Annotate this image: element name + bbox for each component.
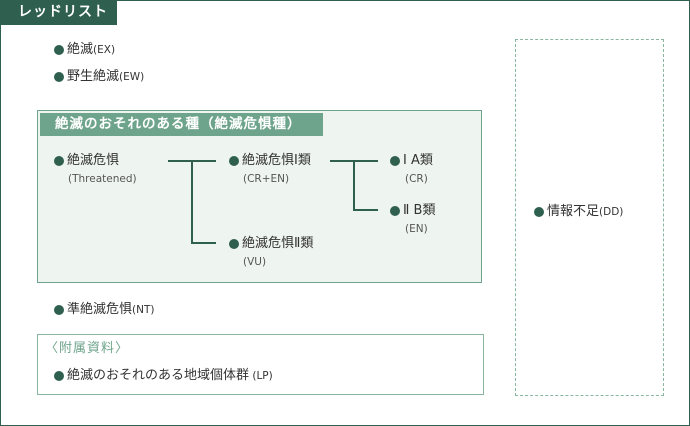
threatened-label: 絶滅危惧 xyxy=(67,153,120,168)
connector-line xyxy=(191,160,193,244)
ew-code: (EW) xyxy=(119,71,145,83)
threatened-sub: (Threatened) xyxy=(68,173,137,185)
category-nt: 準絶滅危惧(NT) xyxy=(54,302,154,318)
nt-label: 準絶滅危惧 xyxy=(67,302,133,317)
connector-line xyxy=(191,242,216,244)
nt-code: (NT) xyxy=(132,304,155,316)
category-ib: Ⅱ B類 xyxy=(390,203,435,219)
bullet-icon xyxy=(534,207,544,217)
category-threatened: 絶滅危惧 xyxy=(54,153,119,169)
bullet-icon xyxy=(54,156,64,166)
category-ew: 野生絶滅(EW) xyxy=(54,69,144,85)
bullet-icon xyxy=(54,72,64,82)
ia-sub: (CR) xyxy=(405,173,428,185)
bullet-icon xyxy=(229,156,239,166)
connector-line xyxy=(353,209,378,211)
ew-label: 野生絶滅 xyxy=(67,69,120,84)
cr-en-sub: (CR+EN) xyxy=(243,173,290,185)
appendix-box xyxy=(37,334,484,395)
lp-label: 絶滅のおそれのある地域個体群 xyxy=(67,368,250,383)
category-cr-en: 絶滅危惧Ⅰ類 xyxy=(229,153,311,169)
dd-code: (DD) xyxy=(599,206,624,218)
category-lp: 絶滅のおそれのある地域個体群 (LP) xyxy=(54,368,273,384)
connector-line xyxy=(353,160,355,211)
category-ex: 絶滅(EX) xyxy=(54,42,115,58)
category-dd: 情報不足(DD) xyxy=(534,204,623,220)
vu-label: 絶滅危惧Ⅱ類 xyxy=(242,236,314,251)
ib-label: Ⅱ B類 xyxy=(403,203,436,218)
category-ia: Ⅰ A類 xyxy=(390,153,433,169)
bullet-icon xyxy=(54,45,64,55)
dd-label: 情報不足 xyxy=(547,204,600,219)
bullet-icon xyxy=(54,371,64,381)
threatened-group-box xyxy=(37,110,482,283)
cr-en-label: 絶滅危惧Ⅰ類 xyxy=(242,153,311,168)
ex-code: (EX) xyxy=(93,44,116,56)
vu-sub: (VU) xyxy=(243,256,267,268)
bullet-icon xyxy=(390,156,400,166)
threatened-group-header: 絶滅のおそれのある種（絶滅危惧種） xyxy=(40,113,323,136)
bullet-icon xyxy=(54,305,64,315)
ib-sub: (EN) xyxy=(405,223,428,235)
lp-code: (LP) xyxy=(249,370,273,382)
data-deficient-box xyxy=(515,39,664,396)
bullet-icon xyxy=(229,239,239,249)
title-tab: レッドリスト xyxy=(0,0,117,25)
ia-label: Ⅰ A類 xyxy=(403,153,433,168)
category-vu: 絶滅危惧Ⅱ類 xyxy=(229,236,313,252)
appendix-header: 〈附属資料〉 xyxy=(45,341,130,356)
bullet-icon xyxy=(390,206,400,216)
ex-label: 絶滅 xyxy=(67,42,94,57)
